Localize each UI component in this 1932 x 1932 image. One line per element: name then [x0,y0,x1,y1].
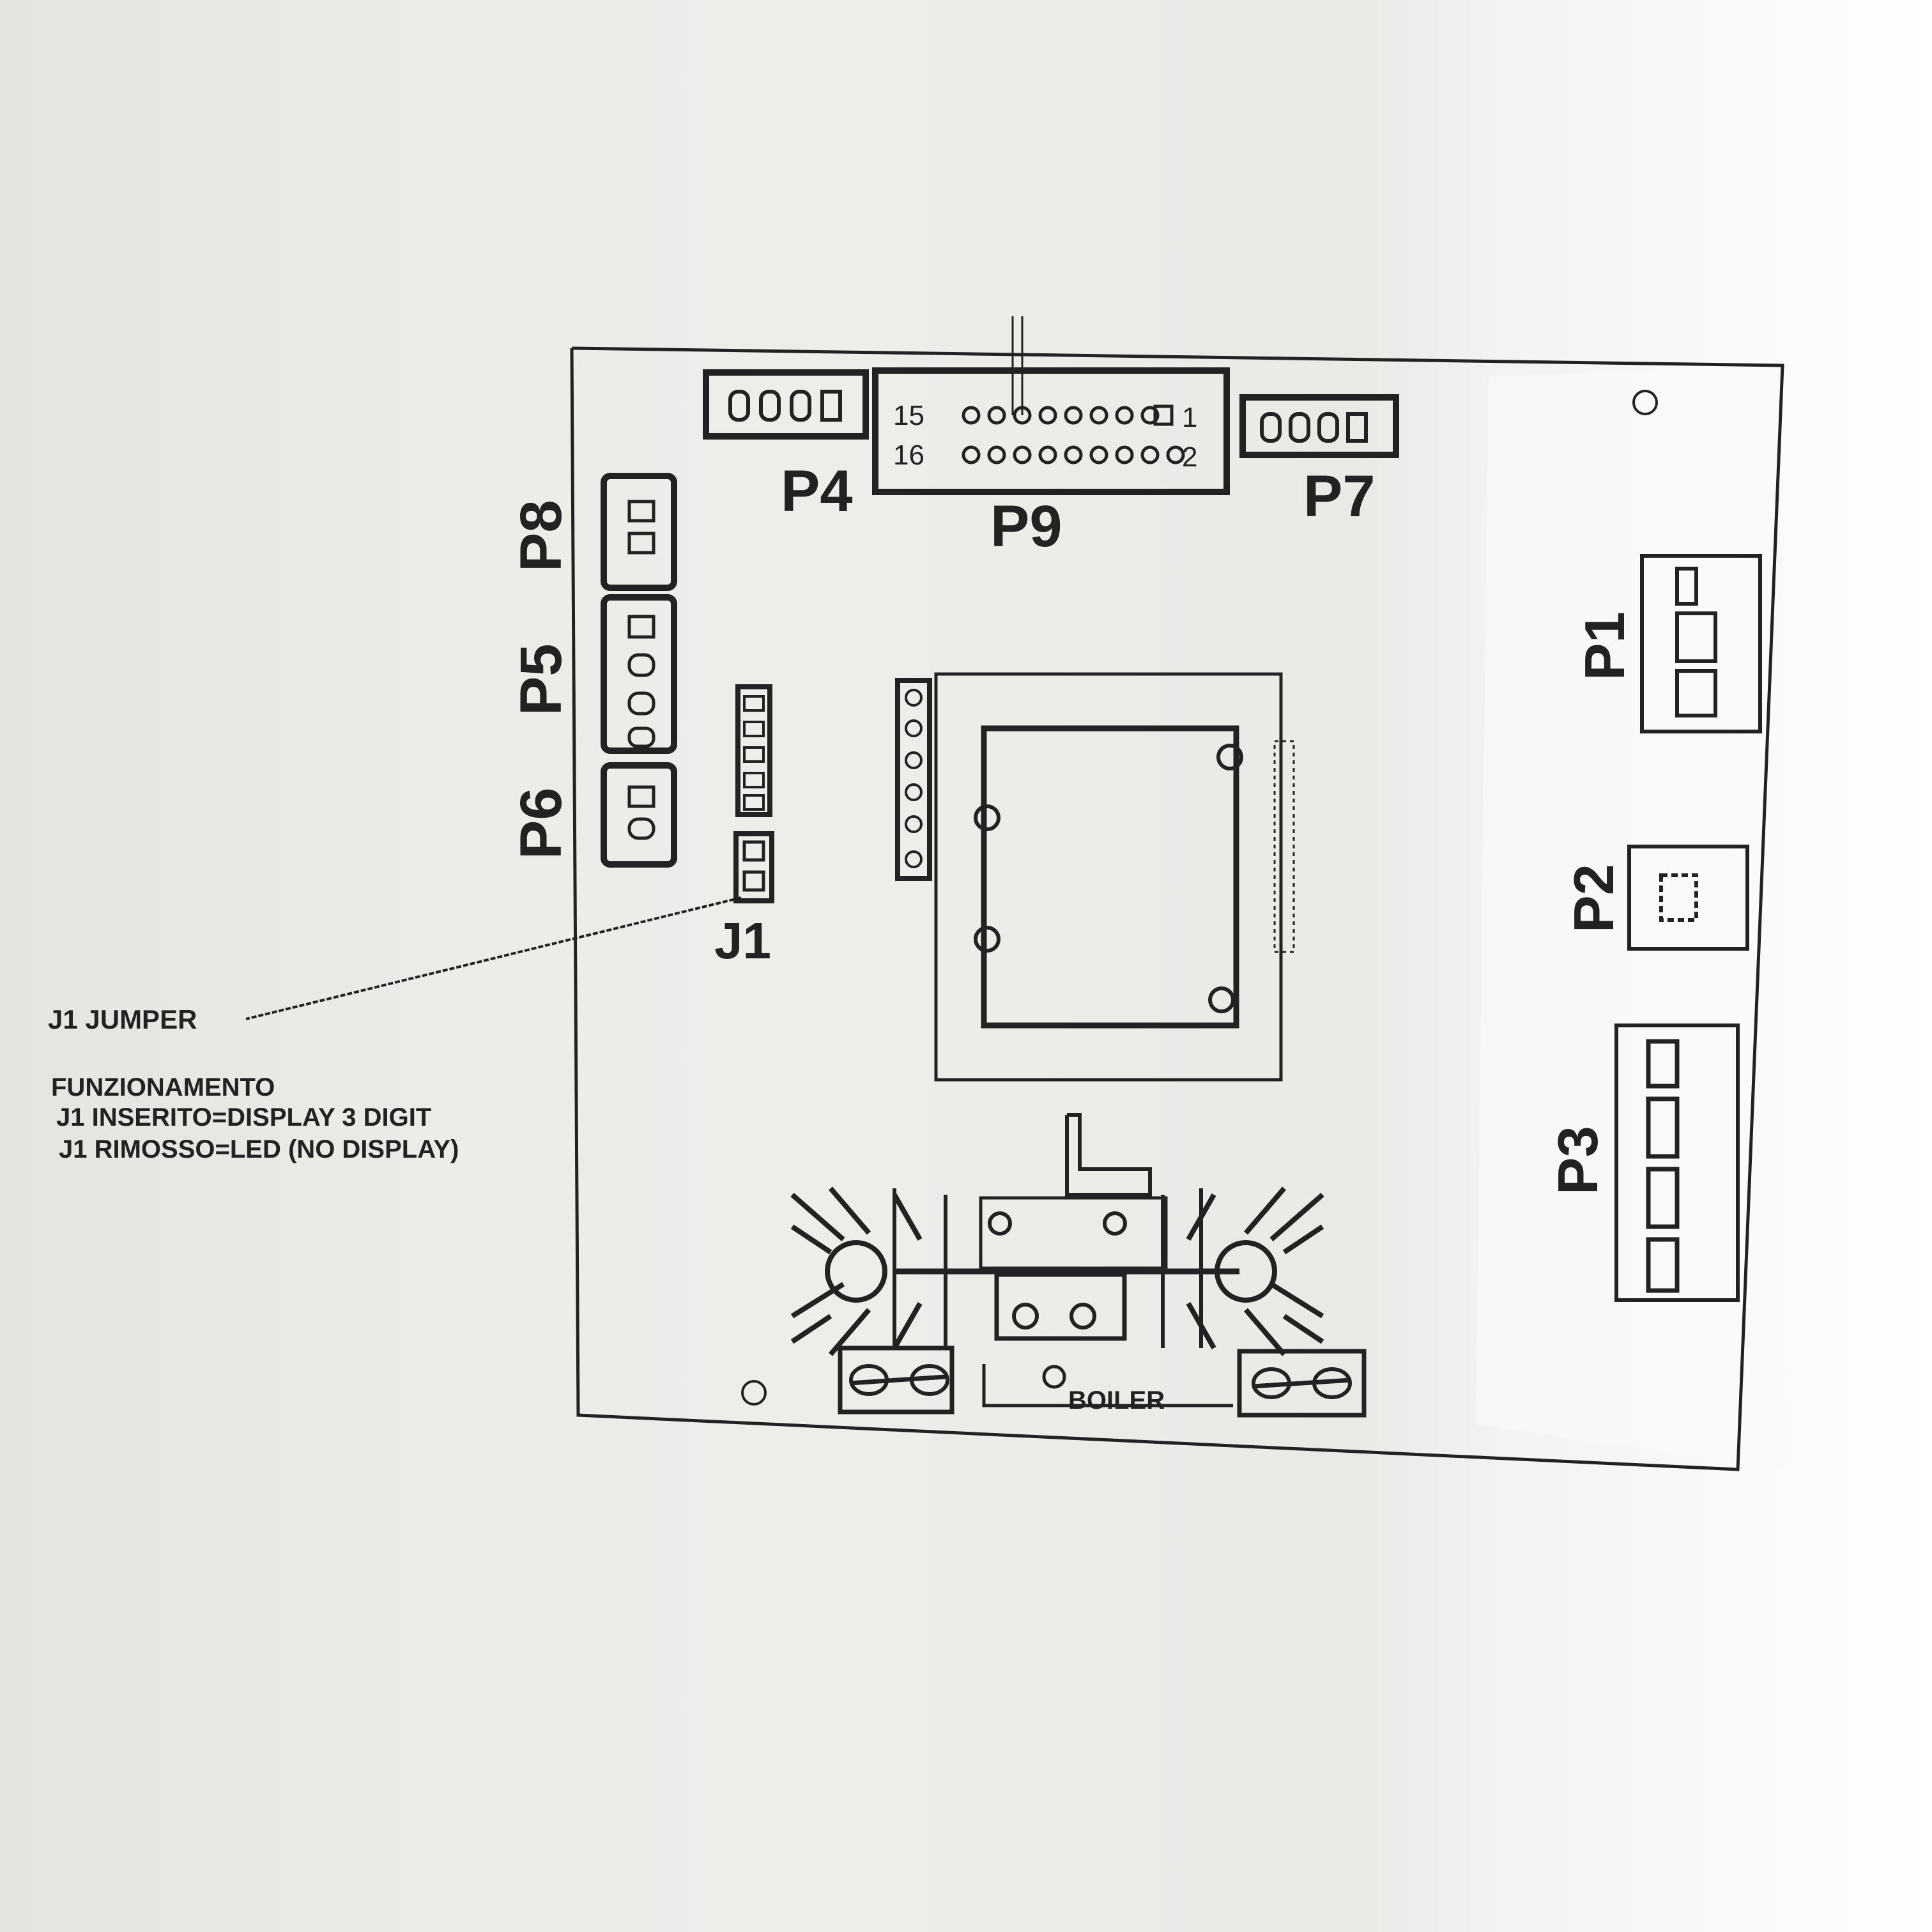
note-heading: FUNZIONAMENTO [51,1073,275,1101]
label-p1: P1 [1573,611,1636,680]
label-p4: P4 [781,459,853,524]
p7-connector [1239,394,1399,458]
p8-connector [601,473,677,591]
paper-right-sheet [1476,364,1789,1469]
label-p2: P2 [1562,864,1625,933]
pin-header-center [895,678,932,881]
note-line2: J1 RIMOSSO=LED (NO DISPLAY) [59,1135,459,1163]
label-p7: P7 [1303,464,1376,529]
transformer-outer [934,672,1283,1082]
p1-connector [1640,554,1762,733]
j1-callout-line [245,896,742,1020]
label-p9-pin-2: 2 [1182,441,1197,473]
label-p6: P6 [509,787,574,859]
label-boiler: BOILER [1068,1386,1165,1414]
label-p5: P5 [509,643,574,716]
p3-connector [1614,1023,1740,1302]
label-p8: P8 [509,500,574,572]
board-labels: P4 P9 P7 15 16 1 2 P8 P5 P6 J1 P1 P2 P3 … [509,400,1636,1414]
p9-connector [872,367,1230,495]
terminal-right [1237,1349,1367,1418]
label-p3: P3 [1546,1126,1609,1195]
jumper-note: J1 JUMPER FUNZIONAMENTO J1 INSERITO=DISP… [48,1004,459,1163]
p5-connector [601,594,677,754]
board-outline [570,346,1784,1471]
label-p9-pin-16: 16 [893,440,924,471]
p9-pins [962,404,1185,464]
mounting-hole-bottom-left [741,1380,767,1406]
p7-pins [1260,412,1368,443]
note-line1: J1 INSERITO=DISPLAY 3 DIGIT [56,1103,431,1131]
pin-header-left [735,684,772,817]
power-section [790,1113,1324,1356]
label-p9: P9 [990,494,1062,559]
label-p9-pin-1: 1 [1182,402,1197,433]
p6-connector [601,762,677,868]
terminal-left [838,1346,954,1414]
label-j1: J1 [714,912,771,969]
mounting-hole-top-right [1632,390,1658,415]
pcb-board [245,316,1784,1471]
transformer-core [981,725,1239,1029]
p4-connector [703,369,869,440]
j1-jumper-header[interactable] [733,831,774,903]
note-jumper-callout: J1 JUMPER [48,1004,197,1034]
p4-pins [728,390,842,422]
p2-connector [1627,845,1749,951]
label-p9-pin-15: 15 [893,400,924,431]
